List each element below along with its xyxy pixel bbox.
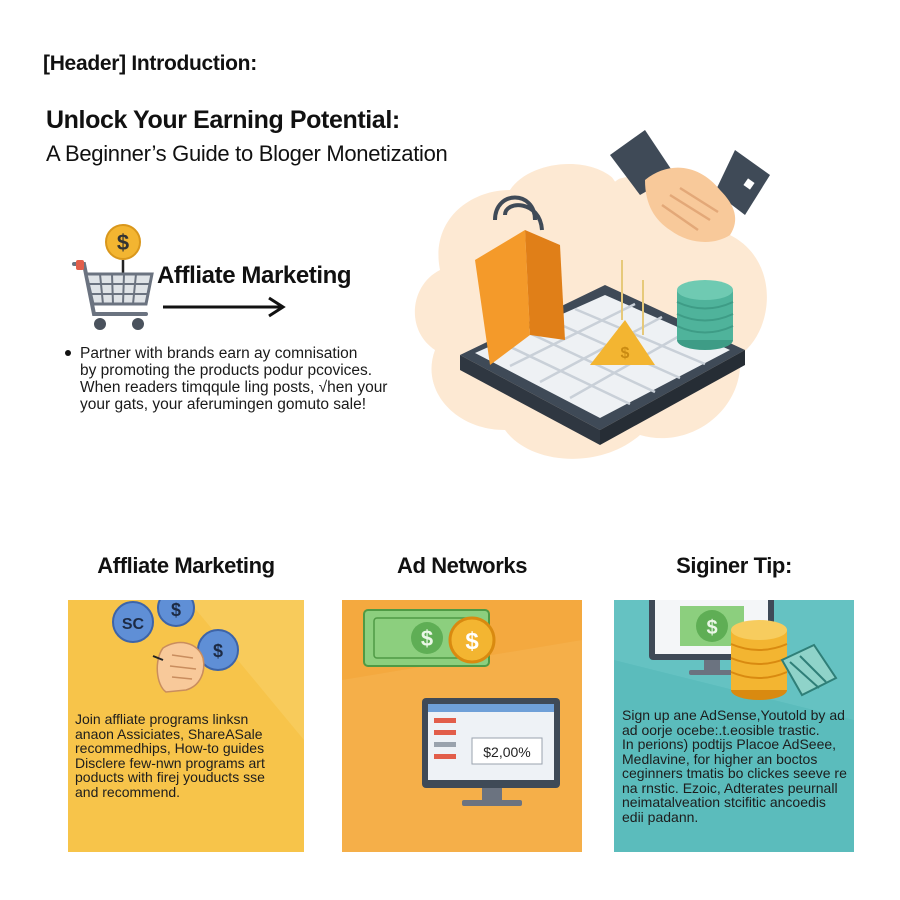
svg-text:$: $ — [213, 641, 223, 661]
card-line: anaon Assiciates, ShareASale — [75, 725, 263, 742]
hand-icon — [152, 641, 205, 693]
ad-revenue-value: $2,00% — [483, 744, 530, 760]
monitor-icon: $2,00% — [422, 698, 560, 806]
card-tip: $ Sign up ane AdSense,Youtold by ad ad o… — [614, 600, 854, 852]
intro-line: When readers timqqule ling posts, √hen y… — [80, 379, 388, 396]
svg-text:$: $ — [706, 617, 717, 639]
svg-text:$: $ — [465, 628, 479, 655]
coin-stack-icon — [730, 620, 788, 700]
card-line: ad oorje ocebe:.t.eosible trastic. — [622, 721, 820, 738]
svg-text:SC: SC — [122, 616, 145, 633]
money-monitor-illustration: $ $ $2,00% — [342, 609, 582, 852]
card-line: Sign up ane AdSense,Youtold by ad — [622, 707, 845, 723]
card-line: ceginners tmatis bo clickes seeve re — [622, 765, 847, 781]
intro-line: Partner with brands earn ay comnisation — [80, 345, 358, 362]
shopping-bag-icon — [475, 195, 565, 365]
card-line: neimatalveation stcifitic ancoedis — [622, 794, 826, 810]
card-ad-networks: $ $ $2,00% — [342, 600, 582, 852]
gold-coin-icon: $ — [448, 616, 496, 664]
svg-text:$: $ — [421, 626, 433, 651]
coin-dollar-icon: $ — [157, 600, 195, 627]
card-line: Disclere few-nwn programs art — [75, 754, 265, 771]
handshake-icon — [610, 130, 770, 242]
page-subtitle: A Beginner’s Guide to Bloger Monetizatio… — [46, 141, 448, 166]
hero-illustration: $ — [400, 120, 800, 480]
shopping-cart-icon: $ — [68, 222, 158, 342]
card-line: edii padann. — [622, 808, 699, 825]
svg-text:$: $ — [171, 600, 181, 620]
column-title-affiliate: Affliate Marketing — [97, 553, 275, 578]
cart-coin-symbol: $ — [117, 230, 129, 255]
right-arrow-icon — [163, 295, 288, 324]
card-affiliate-text: Join affliate programs linksn anaon Assi… — [75, 712, 300, 799]
card-line: and recommend. — [75, 783, 181, 800]
card-line: Medlavine, for higher an boctos — [622, 750, 818, 767]
column-title-ad-networks: Ad Networks — [396, 553, 528, 578]
card-line: poducts with firej youducts sse — [75, 769, 265, 785]
card-line: recommedhips, How-to guides — [75, 740, 265, 756]
coins-hand-illustration: SC $ $ — [112, 600, 304, 740]
card-affiliate: SC $ $ Join affliate programs linksn ana… — [68, 600, 304, 852]
column-title-tip: Siginer Tip: — [676, 553, 792, 578]
header-label: [Header] Introduction: — [43, 52, 257, 75]
card-line: In perions) podtijs Placoe AdSeee, — [622, 736, 837, 752]
intro-heading: Affliate Marketing — [157, 262, 352, 289]
intro-description: Partner with brands earn ay comnisation … — [80, 345, 420, 413]
card-tip-text: Sign up ane AdSense,Youtold by ad ad oor… — [622, 708, 852, 824]
card-line: na rnstic. Ezoic, Adterates peurnall — [622, 779, 838, 796]
intro-line: your gats, your aferumingen gomuto sale! — [80, 396, 367, 413]
svg-text:$: $ — [621, 345, 630, 362]
coin-sc-icon: SC — [112, 601, 154, 643]
adsense-illustration: $ — [614, 600, 854, 720]
bullet-dot — [65, 350, 71, 356]
card-line: Join affliate programs linksn — [75, 711, 249, 727]
intro-line: by promoting the products podur pcovices… — [80, 362, 373, 379]
cursor-hand-icon — [780, 643, 838, 697]
page-title: Unlock Your Earning Potential: — [46, 106, 400, 134]
coin-stack-icon — [676, 280, 734, 350]
